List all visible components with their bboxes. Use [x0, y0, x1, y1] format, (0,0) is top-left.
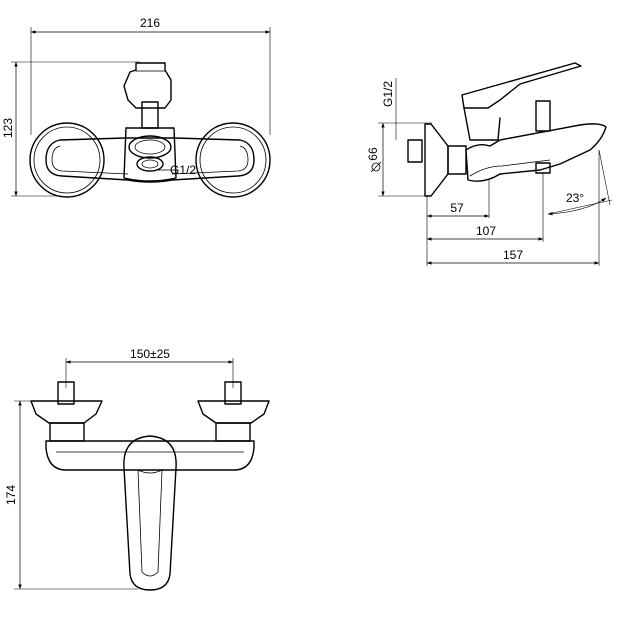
bottom-handle — [123, 435, 177, 591]
dimension-123-label: 123 — [1, 118, 15, 138]
bottom-body — [45, 440, 255, 471]
side-flange — [424, 123, 449, 197]
right-flange — [195, 122, 271, 198]
spout-outlet — [128, 135, 172, 159]
dimension-150-label: 150±25 — [130, 347, 170, 361]
lever-handle — [123, 62, 172, 109]
bottom-view: 150±25 174 — [4, 347, 270, 591]
dimension-23-label: 23° — [566, 191, 584, 205]
dimension-157: 157 — [426, 150, 600, 266]
dimension-150: 150±25 — [65, 347, 234, 388]
dimension-216: 216 — [30, 16, 271, 135]
side-view: G1/2 66 57 — [366, 62, 613, 266]
dimension-123: 123 — [1, 61, 140, 197]
mixer-body — [45, 137, 255, 183]
front-thread-label: G1/2 — [170, 163, 196, 177]
dimension-107: 107 — [426, 173, 544, 242]
side-lever — [461, 62, 582, 109]
dimension-diameter-66: 66 — [366, 122, 432, 197]
spout-housing — [123, 127, 177, 182]
side-body — [465, 123, 607, 182]
bottom-right-flange — [197, 400, 270, 424]
dimension-157-label: 157 — [503, 248, 523, 262]
dimension-66-label: 66 — [366, 147, 380, 161]
side-thread-label: G1/2 — [381, 81, 395, 107]
left-flange — [29, 122, 105, 198]
dimension-57: 57 — [426, 180, 490, 266]
dimension-174-label: 174 — [4, 485, 18, 505]
dimension-216-label: 216 — [140, 16, 160, 30]
dimension-174: 174 — [4, 400, 138, 590]
dimension-angle-23: 23° — [547, 149, 613, 216]
dimension-57-label: 57 — [450, 201, 464, 215]
front-view: 216 123 G1/2 — [1, 16, 271, 198]
dimension-107-label: 107 — [476, 224, 496, 238]
